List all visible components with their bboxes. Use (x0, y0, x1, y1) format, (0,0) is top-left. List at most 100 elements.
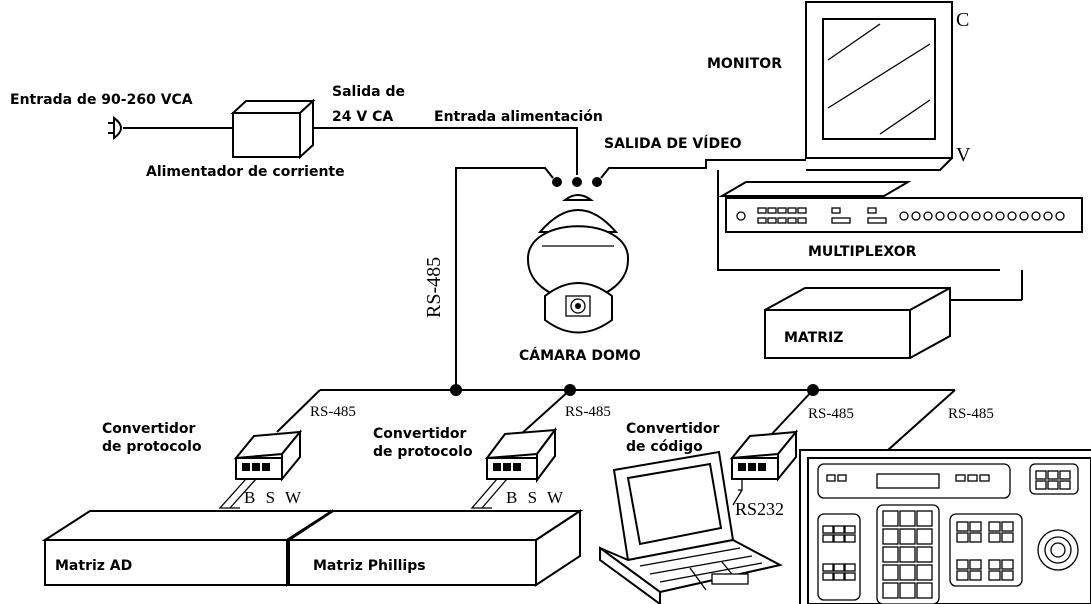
keyboard-key (833, 563, 845, 572)
keyboard-key (822, 534, 834, 543)
keyboard-key (956, 532, 969, 543)
rs485-vertical-label: RS-485 (423, 257, 445, 318)
keyboard-key (882, 582, 899, 599)
keyboard-key (956, 570, 969, 581)
keyboard-key (1059, 470, 1071, 480)
mux-channel-knob (995, 211, 1005, 221)
mux-channel-knob (1019, 211, 1029, 221)
keyboard-key (833, 572, 845, 581)
mux-switch (867, 217, 887, 224)
keyboard-key (882, 528, 899, 545)
power-input-label: Entrada alimentación (434, 109, 603, 125)
keyboard-key (956, 559, 969, 570)
code-converter (729, 429, 799, 491)
keyboard-key (988, 532, 1001, 543)
camera-connector-power (572, 177, 582, 187)
mux-channel-knob (1007, 211, 1017, 221)
mux-switch (831, 207, 841, 214)
keyboard-key (916, 510, 933, 527)
mux-channel-knob (1055, 211, 1065, 221)
mux-switch (797, 217, 807, 224)
keyboard-key (1001, 570, 1014, 581)
mux-switch (767, 207, 777, 214)
mux-switch (767, 217, 777, 224)
mux-switch (831, 217, 851, 224)
protocol-converter-2-label-line1: Convertidor (373, 426, 467, 442)
keyboard-key (916, 564, 933, 581)
mux-power-knob (736, 211, 746, 221)
keyboard-key (916, 528, 933, 545)
code-converter-label-line1: Convertidor (626, 421, 720, 437)
keyboard-key (899, 564, 916, 581)
protocol-converter-2-label-line2: de protocolo (373, 444, 473, 460)
keyboard-key (882, 564, 899, 581)
mux-channel-knob (1043, 211, 1053, 221)
keyboard-key (899, 582, 916, 599)
branch-cable-1 (276, 389, 321, 433)
laptop (599, 450, 783, 604)
mux-channel-knob (983, 211, 993, 221)
mux-switch (777, 217, 787, 224)
mux-channel-knob (971, 211, 981, 221)
matrix-phillips-box (285, 509, 584, 587)
keyboard-key (988, 559, 1001, 570)
video-cable (600, 159, 806, 179)
keyboard-key (822, 525, 834, 534)
dome-camera-label: CÁMARA DOMO (519, 347, 641, 364)
rs485-label-3: RS-485 (808, 406, 854, 422)
keyboard-key (988, 521, 1001, 532)
keyboard-key (969, 521, 982, 532)
keyboard-key (882, 510, 899, 527)
power-plug-icon (108, 116, 122, 140)
mux-channel-knob (1031, 211, 1041, 221)
rs232-label: RS232 (735, 499, 784, 519)
rs485-label-4: RS-485 (948, 406, 994, 422)
keyboard-key (822, 572, 834, 581)
multiplexer (717, 170, 1083, 271)
keyboard-key (1047, 470, 1059, 480)
keyboard-key (844, 572, 856, 581)
power-supply-label: Alimentador de corriente (146, 164, 345, 180)
video-output-label: SALIDA DE VÍDEO (604, 135, 742, 152)
keyboard-key (844, 563, 856, 572)
keyboard-key (916, 546, 933, 563)
protocol-converter-1-label-line1: Convertidor (102, 421, 196, 437)
dome-camera (526, 194, 630, 334)
mux-channel-knob (899, 211, 909, 221)
power-cable-24v (313, 127, 578, 175)
code-converter-label-line2: de código (626, 439, 703, 455)
keyboard-key (1035, 470, 1047, 480)
keyboard-key (988, 570, 1001, 581)
keyboard-key (882, 546, 899, 563)
keyboard-key (916, 582, 933, 599)
keyboard-key (969, 570, 982, 581)
monitor-v-label: V (956, 144, 971, 166)
output-24v-label-line2: 24 V CA (332, 109, 393, 125)
branch-cable-3 (769, 389, 814, 437)
keyboard-controller (799, 449, 1091, 604)
matrix-phillips-label: Matriz Phillips (313, 558, 426, 574)
matrix-ad-label: Matriz AD (55, 558, 132, 574)
mux-switch (797, 207, 807, 214)
matrix-label: MATRIZ (784, 330, 843, 346)
input-voltage-label: Entrada de 90-260 VCA (10, 92, 193, 108)
keyboard-key (969, 532, 982, 543)
keyboard-key (1001, 521, 1014, 532)
keyboard-key (969, 559, 982, 570)
keyboard-key (899, 546, 916, 563)
branch-cable-4 (887, 389, 956, 451)
mux-switch (787, 217, 797, 224)
keyboard-key (833, 525, 845, 534)
keyboard-key (833, 534, 845, 543)
keyboard-key (956, 521, 969, 532)
mux-channel-knob (947, 211, 957, 221)
mux-channel-knob (911, 211, 921, 221)
keyboard-key (844, 525, 856, 534)
monitor-label: MONITOR (707, 56, 782, 72)
mux-switch (757, 217, 767, 224)
mux-channel-knob (935, 211, 945, 221)
rs485-label-2: RS-485 (565, 404, 611, 420)
mux-channel-knob (923, 211, 933, 221)
mux-switch (777, 207, 787, 214)
mux-switch (787, 207, 797, 214)
